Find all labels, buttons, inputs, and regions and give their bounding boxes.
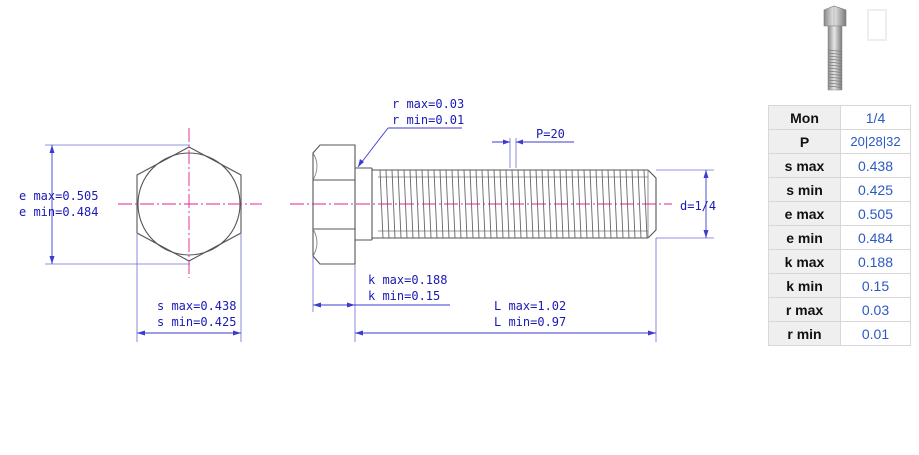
spec-value: 0.01 [840, 321, 911, 346]
d-dimension [656, 169, 714, 239]
spec-key: r max [768, 297, 841, 322]
bolt-head-side-view [312, 144, 372, 265]
e-dimension [45, 144, 190, 265]
l-min-label: L min=0.97 [494, 315, 566, 329]
d-label: d=1/4 [680, 199, 716, 213]
spec-key: P [768, 129, 841, 154]
spec-value: 0.03 [840, 297, 911, 322]
p-label: P=20 [536, 127, 565, 141]
s-dimension [136, 234, 242, 342]
bolt-thumbnail-image [768, 0, 910, 104]
spec-value: 20|28|32 [840, 129, 911, 154]
spec-value: 0.188 [840, 249, 911, 274]
bolt-technical-drawing: e max=0.505 e min=0.484 s max=0.438 s mi… [19, 97, 716, 342]
e-min-label: e min=0.484 [19, 205, 98, 219]
spec-key: k max [768, 249, 841, 274]
e-max-label: e max=0.505 [19, 189, 98, 203]
s-max-label: s max=0.438 [157, 299, 236, 313]
l-max-label: L max=1.02 [494, 299, 566, 313]
s-min-label: s min=0.425 [157, 315, 236, 329]
p-dimension [492, 138, 574, 168]
spec-key: r min [768, 321, 841, 346]
r-min-label: r min=0.01 [392, 113, 464, 127]
spec-value: 0.15 [840, 273, 911, 298]
spec-value: 0.484 [840, 225, 911, 250]
spec-key: s max [768, 153, 841, 178]
spec-key: e max [768, 201, 841, 226]
k-dimension [312, 256, 450, 342]
spec-key: Mon [768, 105, 841, 130]
spec-value: 0.425 [840, 177, 911, 202]
r-leader [357, 127, 462, 168]
thumbnail-threads [827, 49, 843, 88]
spec-key: e min [768, 225, 841, 250]
r-max-label: r max=0.03 [392, 97, 464, 111]
spec-value: 1/4 [840, 105, 911, 130]
hex-head-front-view [118, 128, 262, 278]
k-min-label: k min=0.15 [368, 289, 440, 303]
spec-key: k min [768, 273, 841, 298]
l-dimension [355, 238, 657, 342]
k-max-label: k max=0.188 [368, 273, 447, 287]
spec-value: 0.438 [840, 153, 911, 178]
spec-value: 0.505 [840, 201, 911, 226]
spec-key: s min [768, 177, 841, 202]
